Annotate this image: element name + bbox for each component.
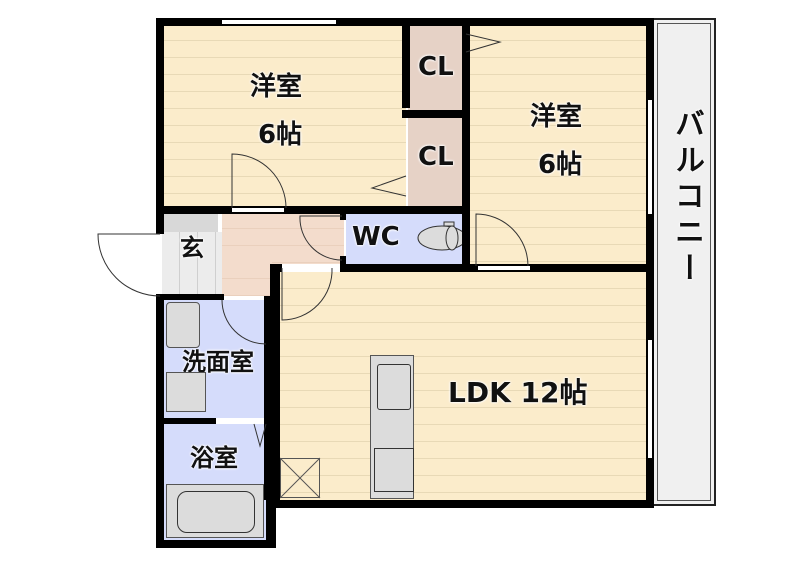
balcony-border bbox=[657, 23, 711, 501]
western-room-1-size: 6帖 bbox=[258, 120, 303, 150]
closet-2 bbox=[408, 118, 464, 206]
western-room-1-name: 洋室 bbox=[250, 72, 303, 102]
wall-bottom-bath bbox=[156, 540, 276, 548]
storage-hatch-icon bbox=[279, 457, 321, 499]
ldk bbox=[278, 272, 646, 500]
western-room-2-size: 6帖 bbox=[538, 150, 583, 180]
closet-1 bbox=[408, 24, 464, 110]
wall-ldk-top-left bbox=[270, 264, 282, 272]
wall-wash-bath bbox=[164, 418, 216, 424]
entrance-door-icon[interactable] bbox=[97, 233, 161, 297]
wall-closet-mid bbox=[402, 110, 470, 118]
balcony-label: バルコニー bbox=[669, 108, 704, 288]
window-right-lower bbox=[648, 340, 652, 458]
bathroom-door-icon[interactable] bbox=[253, 423, 268, 450]
door-opening-room2 bbox=[478, 266, 530, 270]
western-room-1 bbox=[164, 24, 406, 208]
ldk-door-icon[interactable] bbox=[281, 267, 333, 321]
hallway bbox=[222, 212, 344, 264]
closet-door-2-icon[interactable] bbox=[370, 175, 407, 197]
closet-1-label: CL bbox=[418, 52, 454, 82]
stove-icon bbox=[374, 448, 414, 492]
wall-wc-left bbox=[340, 206, 346, 220]
washing-machine-icon bbox=[166, 372, 206, 412]
wall-entrance-left-top bbox=[156, 208, 164, 234]
wall-left-lower bbox=[156, 294, 164, 546]
washroom-label: 洗面室 bbox=[182, 348, 254, 376]
wall-room1-bottom bbox=[156, 206, 470, 214]
wall-bottom-ldk bbox=[266, 500, 654, 508]
window-top bbox=[222, 20, 336, 24]
window-right-upper bbox=[648, 100, 652, 214]
wall-bath-right bbox=[266, 500, 276, 548]
washbasin-icon bbox=[166, 302, 200, 348]
entrance-label: 玄 bbox=[180, 234, 204, 262]
wall-left-upper bbox=[156, 18, 164, 214]
toilet-label: WC bbox=[352, 222, 400, 252]
washroom-door-icon[interactable] bbox=[221, 299, 267, 345]
balcony: バルコニー bbox=[652, 18, 716, 506]
wall-entrance-bottom bbox=[156, 294, 224, 300]
wall-right bbox=[646, 18, 654, 508]
wall-closet-right bbox=[462, 18, 470, 268]
wall-wc-left-lower bbox=[340, 256, 346, 270]
shoe-cabinet bbox=[162, 214, 218, 232]
wall-closet-left bbox=[402, 18, 410, 108]
wc-door-icon[interactable] bbox=[299, 215, 343, 261]
bathroom-label: 浴室 bbox=[190, 444, 238, 472]
entrance bbox=[162, 232, 222, 294]
wall-wash-right bbox=[264, 296, 272, 500]
hallway-lower bbox=[222, 262, 272, 296]
toilet-icon bbox=[417, 221, 467, 251]
room1-door-icon[interactable] bbox=[231, 153, 287, 209]
wall-ldk-left bbox=[270, 264, 280, 508]
sink-icon bbox=[377, 364, 411, 410]
closet-door-1-icon[interactable] bbox=[465, 33, 502, 54]
western-room-2-name: 洋室 bbox=[530, 102, 583, 132]
bathtub-icon bbox=[166, 484, 264, 538]
door-opening-ldk bbox=[282, 266, 332, 270]
closet-2-label: CL bbox=[418, 142, 454, 172]
ldk-label: LDK 12帖 bbox=[448, 376, 588, 409]
kitchen-counter bbox=[370, 355, 414, 499]
door-opening-room1 bbox=[232, 208, 284, 212]
western-room-2 bbox=[470, 24, 646, 266]
room2-door-icon[interactable] bbox=[475, 213, 529, 267]
